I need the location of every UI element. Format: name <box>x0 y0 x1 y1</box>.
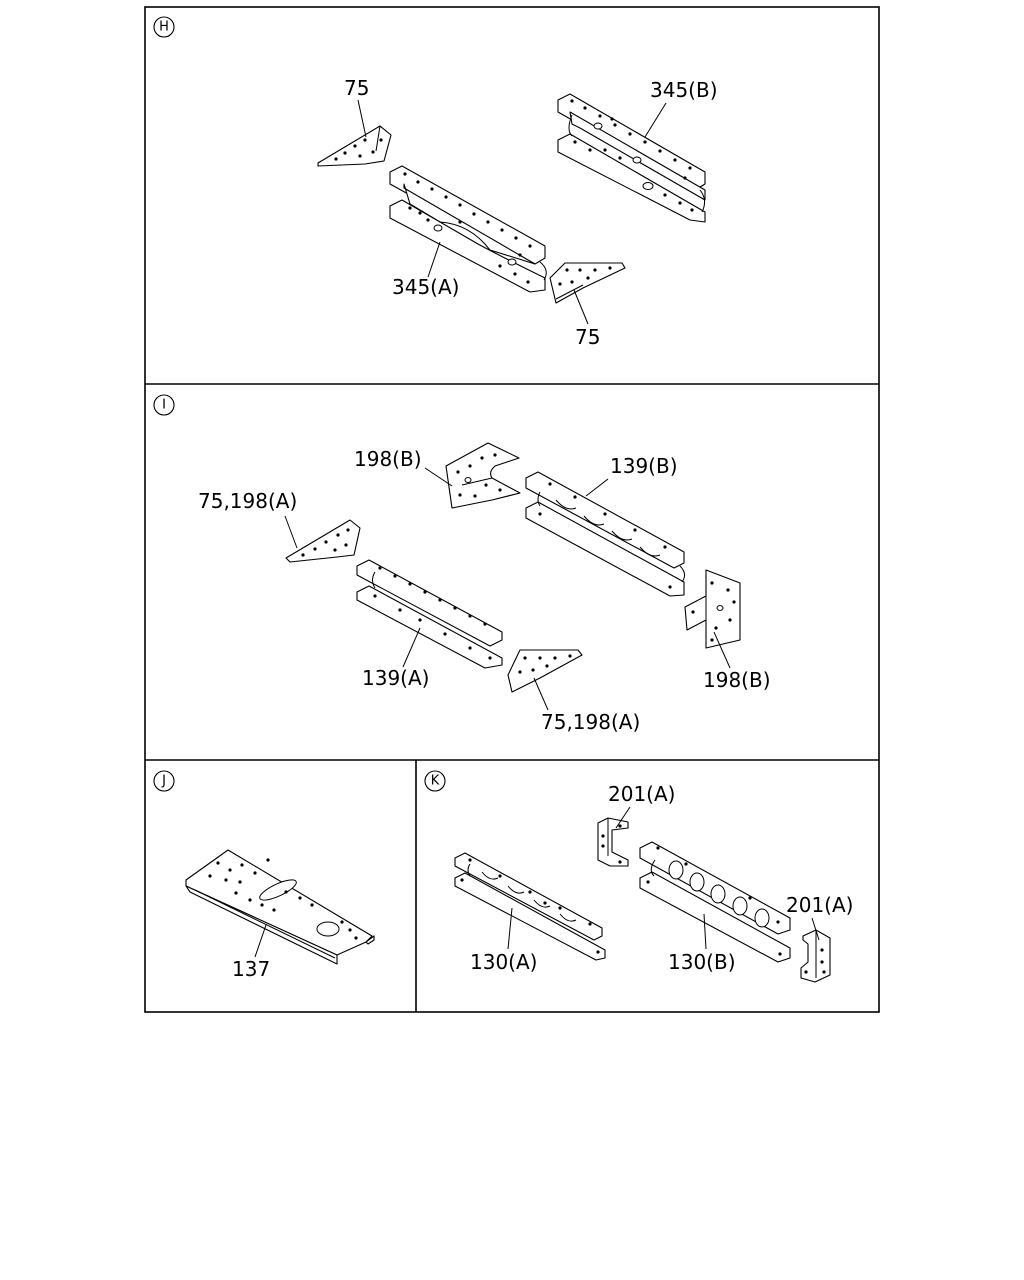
rail-345b <box>557 93 706 223</box>
label-75-198a-bottom: 75,198(A) <box>541 710 640 734</box>
section-i-marker: I <box>153 394 175 416</box>
section-h-marker: H <box>153 16 175 38</box>
plate-75-198a-bottom <box>507 649 583 693</box>
rail-130b <box>639 841 791 963</box>
label-130b: 130(B) <box>668 950 736 974</box>
section-i: I 198(B) 139(B) <box>153 394 771 734</box>
diagram-frame <box>144 6 880 1013</box>
clip-201a-top <box>597 817 629 867</box>
bracket-75-bottom <box>549 262 626 304</box>
section-j: J 137 <box>153 770 375 981</box>
label-130a: 130(A) <box>470 950 537 974</box>
corner-bracket-198b-right <box>684 569 741 649</box>
label-139b: 139(B) <box>610 454 678 478</box>
label-201a-right: 201(A) <box>786 893 853 917</box>
crossmember-137 <box>185 849 375 965</box>
label-198b-right: 198(B) <box>703 668 771 692</box>
label-139a: 139(A) <box>362 666 429 690</box>
label-137: 137 <box>232 957 270 981</box>
label-345b: 345(B) <box>650 78 718 102</box>
section-k-letter: K <box>431 774 440 789</box>
section-k: K 130(A) 201(A) <box>424 770 853 983</box>
label-201a-top: 201(A) <box>608 782 675 806</box>
label-198b-top: 198(B) <box>354 447 422 471</box>
rail-345a <box>389 165 547 293</box>
label-75-198a-left: 75,198(A) <box>198 489 297 513</box>
section-k-marker: K <box>424 770 446 792</box>
rail-130a <box>454 852 606 961</box>
corner-bracket-198b-top <box>445 442 521 509</box>
label-75-bottom: 75 <box>575 325 600 349</box>
section-i-letter: I <box>162 398 166 413</box>
plate-75-198a-left <box>285 519 361 563</box>
section-j-marker: J <box>153 770 175 792</box>
rail-139a <box>356 559 503 669</box>
bracket-75-top <box>317 125 392 167</box>
label-75-top: 75 <box>344 76 369 100</box>
label-345a: 345(A) <box>392 275 459 299</box>
section-h-letter: H <box>159 20 169 35</box>
rail-139b <box>525 471 686 597</box>
section-j-letter: J <box>161 774 166 789</box>
section-h: H 75 <box>153 16 718 349</box>
clip-201a-right <box>800 929 831 983</box>
